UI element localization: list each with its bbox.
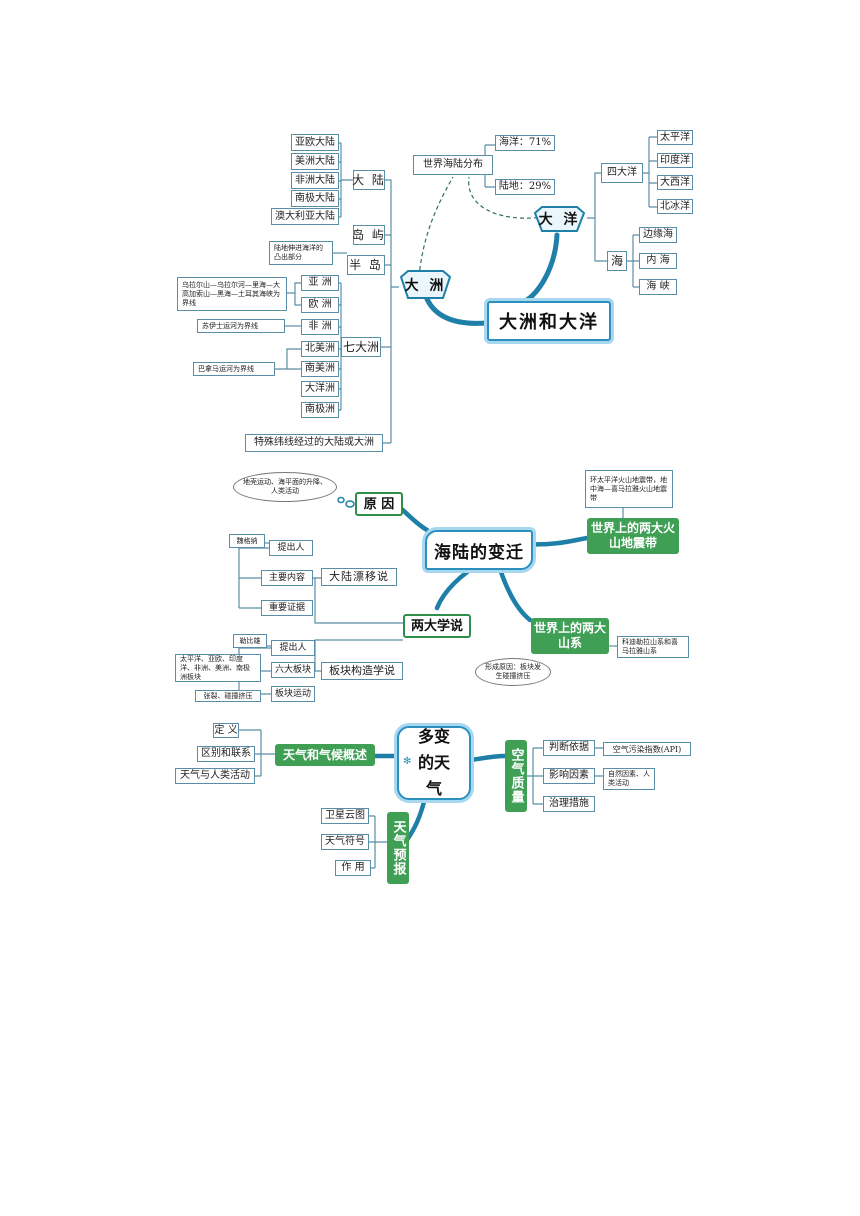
continent-south-america: 南美洲 bbox=[301, 361, 339, 377]
mountains-note: 科迪勒拉山系和喜马拉雅山系 bbox=[617, 636, 689, 658]
ocean-pacific: 太平洋 bbox=[657, 130, 693, 145]
drift-item-content: 主要内容 bbox=[261, 570, 313, 586]
plate-item-motion: 板块运动 bbox=[271, 686, 315, 702]
continent-africa: 非 洲 bbox=[301, 319, 339, 335]
node-volcano-zones: 世界上的两大火山地震带 bbox=[587, 518, 679, 554]
formation-cause-note: 形成原因：板块发生碰撞挤压 bbox=[475, 658, 551, 686]
ocean-percentage: 海洋：71% bbox=[495, 135, 555, 151]
overview-difference: 区别和联系 bbox=[197, 746, 255, 762]
node-air-quality: 空气质量 bbox=[505, 740, 527, 812]
continent-1: 美洲大陆 bbox=[291, 153, 339, 170]
hex-dayang bbox=[533, 206, 586, 232]
sea-inland: 内 海 bbox=[639, 253, 677, 269]
ocean-atlantic: 大西洋 bbox=[657, 175, 693, 190]
node-land-sea-distribution: 世界海陆分布 bbox=[413, 155, 493, 175]
six-plates-note: 太平洋、亚欧、印度洋、非洲、美洲、南极洲板块 bbox=[175, 654, 261, 682]
map-title-changeable-weather: 多变的天气 bbox=[397, 726, 471, 800]
forecast-function: 作 用 bbox=[335, 860, 371, 876]
plate-item-six-plates: 六大板块 bbox=[271, 662, 315, 678]
map-continents-oceans: 亚欧大陆 美洲大陆 非洲大陆 南极大陆 澳大利亚大陆 大 陆 岛 屿 半 岛 陆… bbox=[175, 125, 695, 452]
plate-person: 勒比雄 bbox=[233, 634, 267, 648]
air-basis: 判断依据 bbox=[543, 740, 595, 756]
land-percentage: 陆地：29% bbox=[495, 179, 555, 195]
node-weather-forecast: 天气预报 bbox=[387, 812, 409, 884]
node-two-theories: 两大学说 bbox=[403, 614, 471, 638]
forecast-symbols: 天气符号 bbox=[321, 834, 369, 850]
ocean-arctic: 北冰洋 bbox=[657, 199, 693, 214]
map-title-continents-oceans: 大洲和大洋 bbox=[487, 301, 611, 341]
continent-0: 亚欧大陆 bbox=[291, 134, 339, 151]
label-dayang: 大 洋 bbox=[538, 212, 581, 228]
forecast-satellite: 卫星云图 bbox=[321, 808, 369, 824]
continent-antarctica: 南极洲 bbox=[301, 402, 339, 418]
node-mountain-systems: 世界上的两大山系 bbox=[531, 618, 609, 654]
snowflake-icon: ✻ bbox=[403, 756, 412, 767]
air-governance: 治理措施 bbox=[543, 796, 595, 812]
asia-africa-border-note: 苏伊士运河为界线 bbox=[197, 319, 285, 333]
sea-strait: 海 峡 bbox=[639, 279, 677, 295]
map-title-land-sea-changes: 海陆的变迁 bbox=[425, 530, 533, 570]
node-bandao: 半 岛 bbox=[347, 255, 385, 275]
continent-4: 澳大利亚大陆 bbox=[271, 208, 339, 225]
continent-3: 南极大陆 bbox=[291, 190, 339, 207]
air-factors: 影响因素 bbox=[543, 768, 595, 784]
node-weather-climate-overview: 天气和气候概述 bbox=[275, 744, 375, 766]
node-seven-continents: 七大洲 bbox=[341, 337, 381, 357]
factors-note: 自然因素、人类活动 bbox=[603, 768, 655, 790]
label-dazhou: 大 洲 bbox=[404, 277, 447, 294]
drift-person: 魏格纳 bbox=[229, 534, 265, 548]
overview-human-activities: 天气与人类活动 bbox=[175, 768, 255, 784]
asia-europe-border-note: 乌拉尔山—乌拉尔河—里海—大高加索山—黑海—土耳其海峡为界线 bbox=[177, 277, 287, 311]
drift-item-proposer: 提出人 bbox=[269, 540, 313, 556]
americas-border-note: 巴拿马运河为界线 bbox=[193, 362, 275, 376]
node-daoyu: 岛 屿 bbox=[352, 225, 385, 245]
node-reason: 原 因 bbox=[355, 492, 403, 516]
node-special-latitudes: 特殊纬线经过的大陆或大洲 bbox=[245, 434, 383, 452]
plate-item-proposer: 提出人 bbox=[271, 640, 315, 656]
node-four-oceans: 四大洋 bbox=[601, 163, 643, 183]
continent-2: 非洲大陆 bbox=[291, 172, 339, 189]
bandao-definition: 陆地伸进海洋的凸出部分 bbox=[269, 241, 333, 265]
reason-note: 地壳运动、海平面的升降、人类活动 bbox=[233, 472, 337, 502]
map-changeable-weather: 定 义 区别和联系 天气与人类活动 天气和气候概述 多变的天气 ✻ 空气质量 判… bbox=[175, 718, 695, 898]
map-land-sea-changes: 地壳运动、海平面的升降、人类活动 原 因 海陆的变迁 环太平洋火山地震带，地中海… bbox=[175, 468, 695, 702]
continent-europe: 欧 洲 bbox=[301, 297, 339, 313]
sea-marginal: 边缘海 bbox=[639, 227, 677, 243]
continent-asia: 亚 洲 bbox=[301, 275, 339, 291]
continent-oceania: 大洋洲 bbox=[301, 381, 339, 397]
hex-dazhou bbox=[399, 270, 452, 299]
node-dalu: 大 陆 bbox=[352, 170, 385, 190]
node-plate-tectonics: 板块构造学说 bbox=[321, 662, 403, 680]
api-note: 空气污染指数(API) bbox=[603, 742, 691, 756]
drift-item-evidence: 重要证据 bbox=[261, 600, 313, 616]
ocean-indian: 印度洋 bbox=[657, 153, 693, 168]
node-sea: 海 bbox=[607, 251, 627, 271]
zone-note: 环太平洋火山地震带，地中海—喜马拉雅火山地震带 bbox=[585, 470, 673, 508]
continent-north-america: 北美洲 bbox=[301, 341, 339, 357]
overview-definition: 定 义 bbox=[213, 723, 239, 738]
node-continental-drift: 大陆漂移说 bbox=[321, 568, 397, 586]
plate-motion-note: 张裂、碰撞挤压 bbox=[195, 690, 261, 702]
